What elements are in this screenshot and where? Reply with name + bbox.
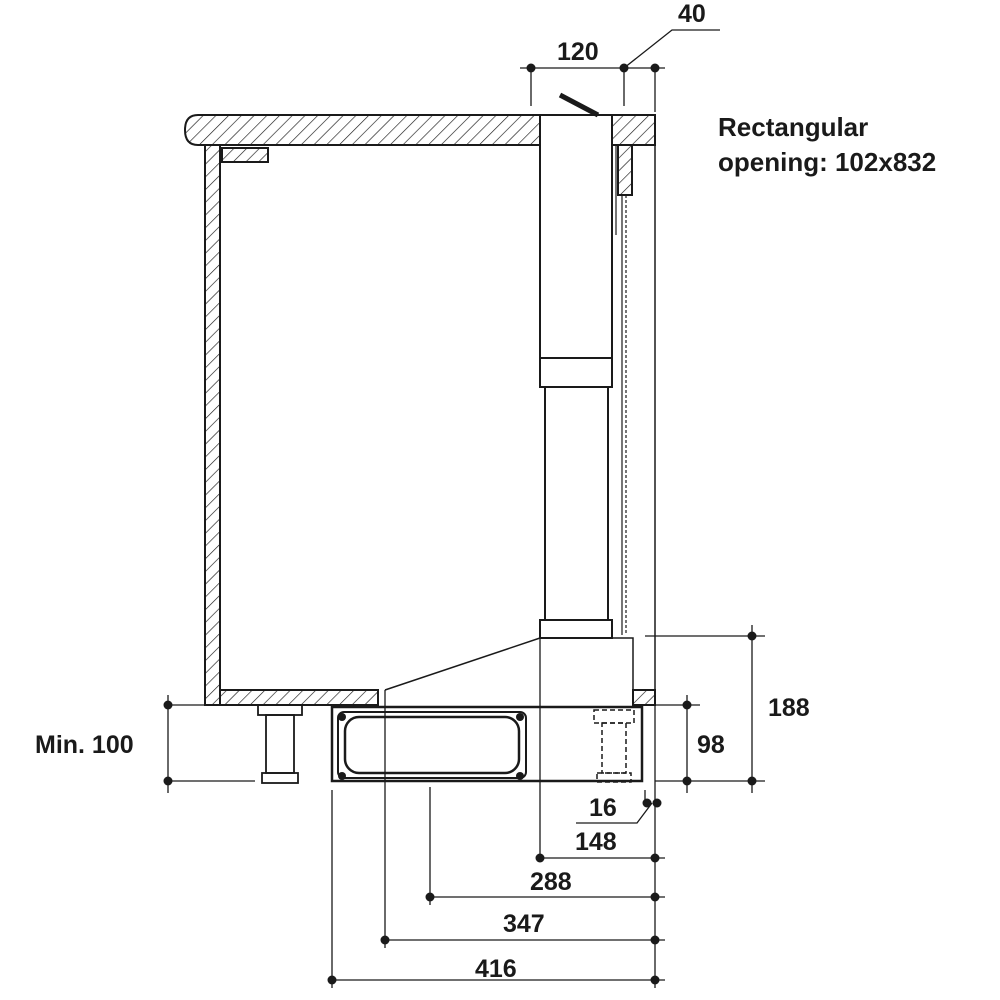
hood-base bbox=[539, 619, 613, 639]
hood-column bbox=[539, 114, 613, 359]
dim-347: 347 bbox=[503, 910, 545, 938]
bracket bbox=[221, 147, 269, 163]
dim-min-100: Min. 100 bbox=[35, 731, 134, 759]
duct-screws bbox=[338, 713, 524, 780]
opening-note: Rectangular opening: 102x832 bbox=[718, 110, 936, 180]
dimension-dots bbox=[163, 63, 757, 985]
cabinet-side-wall bbox=[204, 144, 221, 706]
worktop-right bbox=[611, 114, 656, 146]
dim-120: 120 bbox=[557, 38, 599, 66]
hidden-foot bbox=[593, 709, 635, 783]
duct-outlet bbox=[337, 711, 527, 779]
dim-16: 16 bbox=[589, 794, 617, 822]
hood-collar bbox=[539, 357, 613, 388]
hood-tube bbox=[544, 386, 609, 621]
right-panel-top bbox=[617, 144, 633, 196]
note-line-1: Rectangular bbox=[718, 112, 869, 142]
plinth-unit bbox=[330, 705, 644, 783]
dim-188: 188 bbox=[768, 694, 810, 722]
dimension-lines bbox=[165, 29, 765, 988]
dim-98: 98 bbox=[697, 731, 725, 759]
hood-transition bbox=[384, 637, 634, 695]
cabinet-bottom-shelf bbox=[219, 689, 379, 706]
hood-flap bbox=[558, 92, 600, 118]
right-bottom-shelf bbox=[632, 689, 656, 706]
dim-288: 288 bbox=[530, 868, 572, 896]
dim-416: 416 bbox=[475, 955, 517, 983]
dim-148: 148 bbox=[575, 828, 617, 856]
worktop-left bbox=[183, 114, 541, 146]
cabinet-foot bbox=[257, 704, 303, 784]
dim-40: 40 bbox=[678, 0, 706, 28]
note-line-2: opening: 102x832 bbox=[718, 147, 937, 178]
